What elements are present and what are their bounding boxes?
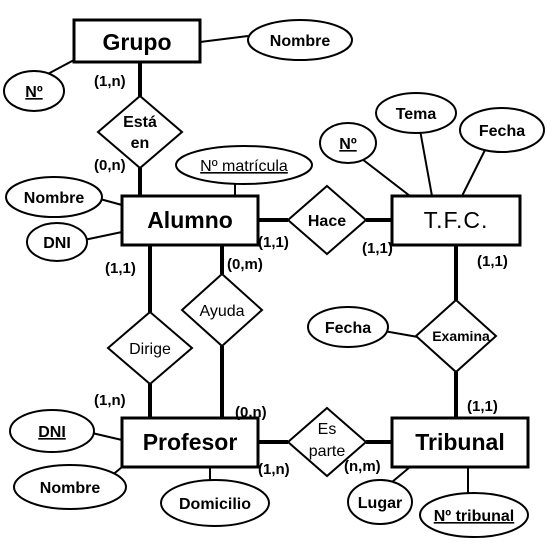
cardinality-alumno-ayuda: (0,m) (227, 256, 263, 273)
attribute-grupo-nombre[interactable]: Nombre (247, 19, 353, 61)
attribute-profesor-dni[interactable]: DNI (9, 409, 95, 453)
attribute-alumno-nombre-label: Nombre (24, 190, 85, 207)
attribute-tribunal-numero[interactable]: Nº tribunal (419, 492, 529, 538)
connectors (43, 35, 487, 493)
attribute-tfc-fecha-label: Fecha (479, 123, 525, 140)
relationship-es-parte-line1: Es (318, 421, 337, 438)
attribute-tfc-fecha[interactable]: Fecha (459, 107, 545, 153)
entity-tribunal[interactable]: Tribunal (390, 416, 530, 469)
entity-tfc-label: T.F.C. (424, 207, 489, 233)
attribute-tfc-numero-label: Nº (339, 136, 357, 153)
attribute-grupo-numero[interactable]: Nº (3, 70, 65, 112)
attribute-profesor-domicilio-label: Domicilio (179, 496, 251, 513)
line-tfc-tema (419, 129, 433, 197)
line-tribunal-lugar (391, 466, 411, 483)
relationship-hace[interactable]: Hace (286, 184, 368, 256)
cardinality-alumno-dirige: (1,1) (105, 260, 136, 277)
cardinality-profesor-ayuda: (0,n) (235, 404, 267, 421)
attribute-profesor-domicilio[interactable]: Domicilio (160, 479, 270, 527)
attribute-examina-fecha-label: Fecha (325, 320, 371, 337)
cardinality-tribunal-examina: (1,1) (467, 398, 498, 415)
line-grupo-nombre (199, 35, 249, 43)
relationship-es-parte-line2: parte (309, 443, 346, 460)
attribute-tfc-tema-label: Tema (396, 106, 437, 123)
line-alumno-nombre (99, 198, 123, 206)
attribute-grupo-nombre-label: Nombre (270, 33, 331, 50)
attribute-grupo-numero-label: Nº (25, 84, 43, 101)
relationship-hace-label: Hace (308, 213, 346, 230)
cardinality-labels: (1,n) (0,n) (1,1) (1,1) (0,m) (1,1) (1,1… (94, 73, 508, 478)
attribute-tribunal-lugar[interactable]: Lugar (347, 479, 413, 525)
attribute-examina-fecha[interactable]: Fecha (307, 306, 389, 348)
line-tfc-fecha (461, 147, 487, 197)
entity-profesor[interactable]: Profesor (120, 416, 260, 469)
relationship-dirige[interactable]: Dirige (106, 310, 194, 386)
attribute-alumno-dni[interactable]: DNI (26, 222, 88, 262)
relationship-ayuda[interactable]: Ayuda (180, 272, 264, 348)
attribute-profesor-nombre[interactable]: Nombre (13, 464, 127, 510)
relationship-examina-label: Examina (432, 328, 490, 344)
entity-tribunal-label: Tribunal (415, 429, 504, 455)
relationship-ayuda-label: Ayuda (199, 303, 244, 320)
cardinality-tribunal-esparte: (n,m) (344, 458, 381, 475)
attribute-profesor-nombre-label: Nombre (40, 480, 101, 497)
line-profesor-dni (91, 432, 123, 441)
relationship-examina[interactable]: Examina (414, 298, 498, 374)
relationship-esta-en-line2: en (131, 135, 150, 152)
cardinality-alumno-hace: (1,1) (258, 234, 289, 251)
relationship-esta-en-line1: Está (123, 114, 157, 131)
cardinality-tfc-examina: (1,1) (477, 253, 508, 270)
attribute-alumno-dni-label: DNI (43, 235, 71, 252)
attribute-profesor-dni-label: DNI (38, 424, 66, 441)
cardinality-grupo-esta: (1,n) (94, 73, 126, 90)
entity-profesor-label: Profesor (143, 429, 238, 455)
attribute-tfc-numero[interactable]: Nº (319, 122, 377, 164)
entity-grupo[interactable]: Grupo (72, 18, 202, 64)
cardinality-alumno-esta: (0,n) (94, 157, 126, 174)
cardinality-tfc-hace: (1,1) (362, 240, 393, 257)
line-tfc-numero (361, 158, 411, 197)
attribute-tfc-tema[interactable]: Tema (375, 92, 457, 134)
attribute-alumno-matricula-label: Nº matrícula (200, 158, 288, 175)
line-alumno-dni (83, 231, 123, 241)
attribute-tribunal-numero-label: Nº tribunal (434, 508, 515, 525)
relationship-esta-en[interactable]: Está en (96, 94, 184, 170)
entity-alumno-label: Alumno (147, 207, 233, 233)
attribute-alumno-nombre[interactable]: Nombre (5, 176, 103, 218)
cardinality-profesor-dirige: (1,n) (94, 392, 126, 409)
relationship-dirige-label: Dirige (129, 341, 171, 358)
entity-tfc[interactable]: T.F.C. (390, 194, 522, 247)
cardinality-profesor-esparte: (1,n) (258, 461, 290, 478)
attribute-alumno-matricula[interactable]: Nº matrícula (175, 145, 313, 185)
entity-grupo-label: Grupo (103, 29, 172, 55)
relationship-es-parte[interactable]: Es parte (286, 406, 368, 478)
attribute-tribunal-lugar-label: Lugar (358, 495, 402, 512)
entity-alumno[interactable]: Alumno (120, 194, 260, 247)
